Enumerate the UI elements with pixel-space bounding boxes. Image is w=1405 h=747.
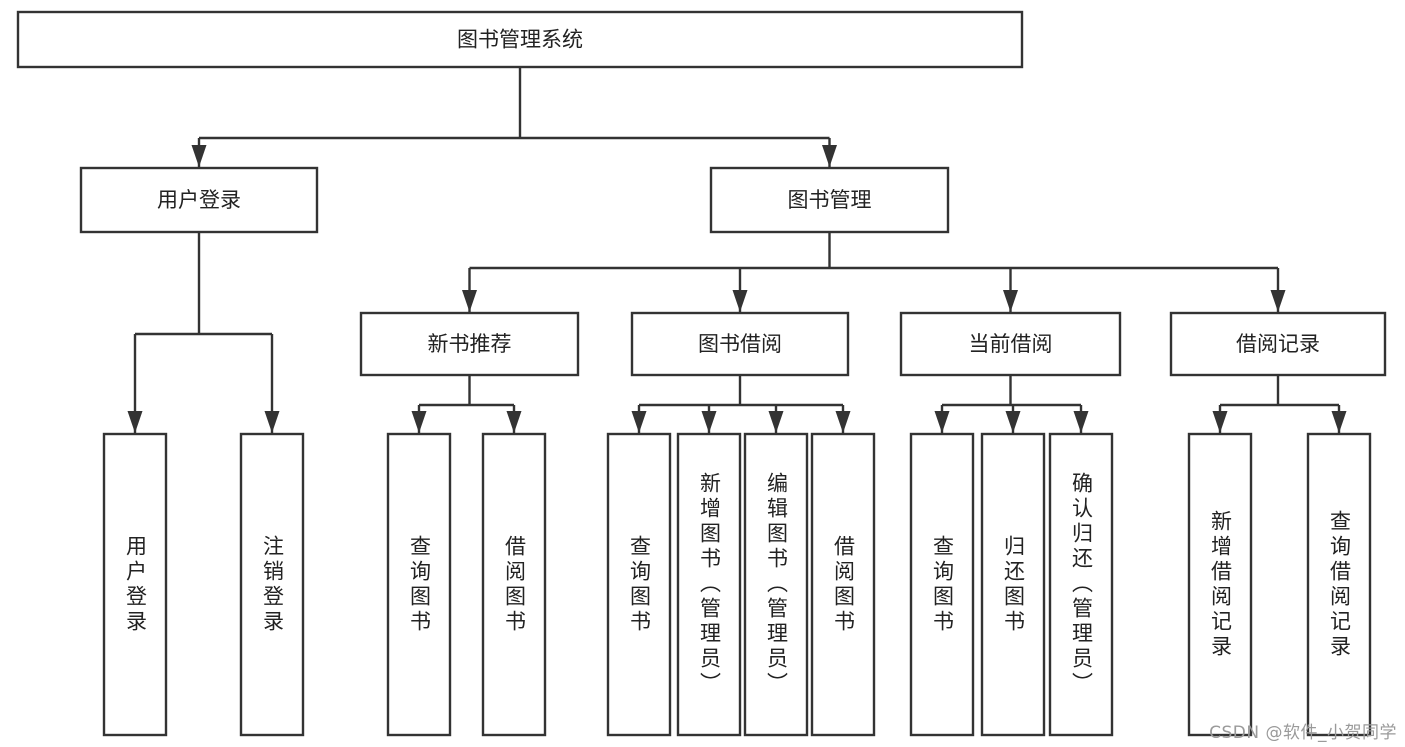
leaf-node-box-2[interactable] — [386, 432, 452, 737]
node-box-layer — [16, 10, 1387, 737]
leaf-node-box-10[interactable] — [1048, 432, 1114, 737]
leaf-node-box-1[interactable] — [239, 432, 305, 737]
level3-node-box-0[interactable] — [359, 311, 580, 377]
leaf-node-box-3[interactable] — [481, 432, 547, 737]
connector-layer — [127, 67, 1347, 433]
level3-node-box-2[interactable] — [899, 311, 1122, 377]
level3-node-label-0: 新书推荐 — [428, 332, 512, 356]
leaf-arrow-icon-2-0 — [631, 411, 647, 433]
root-node-label: 图书管理系统 — [457, 28, 583, 52]
leaf-node-box-8[interactable] — [909, 432, 975, 737]
leaf-node-box-4[interactable] — [606, 432, 672, 737]
level3-arrow-icon-1 — [732, 290, 748, 312]
level3-node-box-1[interactable] — [630, 311, 850, 377]
level3-arrow-icon-2 — [1003, 290, 1018, 312]
level3-node-label-2: 当前借阅 — [969, 332, 1053, 356]
leaf-arrow-icon-4-1 — [1331, 411, 1347, 433]
leaf-arrow-icon-4-0 — [1212, 411, 1228, 433]
leaf-node-box-11[interactable] — [1187, 432, 1253, 737]
level3-arrow-icon-3 — [1270, 290, 1286, 312]
level2-node-label-0: 用户登录 — [157, 188, 241, 212]
leaf-arrow-icon-2-1 — [701, 411, 717, 433]
leaf-arrow-icon-1-1 — [506, 411, 522, 433]
leaf-arrow-icon-3-0 — [934, 411, 950, 433]
leaf-node-box-6[interactable] — [743, 432, 809, 737]
leaf-node-box-7[interactable] — [810, 432, 876, 737]
leaf-arrow-icon-2-3 — [835, 411, 851, 433]
root-node-box[interactable] — [16, 10, 1024, 69]
leaf-node-box-0[interactable] — [102, 432, 168, 737]
level3-arrow-icon-0 — [462, 290, 477, 312]
leaf-arrow-icon-3-1 — [1005, 411, 1021, 433]
level2-node-box-1[interactable] — [709, 166, 950, 234]
leaf-node-box-5[interactable] — [676, 432, 742, 737]
level3-node-label-1: 图书借阅 — [698, 332, 782, 356]
level3-node-label-3: 借阅记录 — [1236, 332, 1320, 356]
level2-node-box-0[interactable] — [79, 166, 319, 234]
watermark-text: CSDN @软件_小贺同学 — [1209, 723, 1397, 743]
leaf-arrow-icon-3-2 — [1073, 411, 1089, 433]
leaf-arrow-icon-2-2 — [768, 411, 784, 433]
leaf-arrow-icon-0-1 — [264, 411, 280, 433]
leaf-arrow-icon-1-0 — [411, 411, 427, 433]
leaf-node-box-12[interactable] — [1306, 432, 1372, 737]
leaf-node-box-9[interactable] — [980, 432, 1046, 737]
level2-arrow-icon-1 — [822, 145, 837, 167]
level2-arrow-icon-0 — [191, 145, 207, 167]
level2-node-label-1: 图书管理 — [788, 188, 872, 212]
level3-node-box-3[interactable] — [1169, 311, 1387, 377]
leaf-arrow-icon-0-0 — [127, 411, 143, 433]
